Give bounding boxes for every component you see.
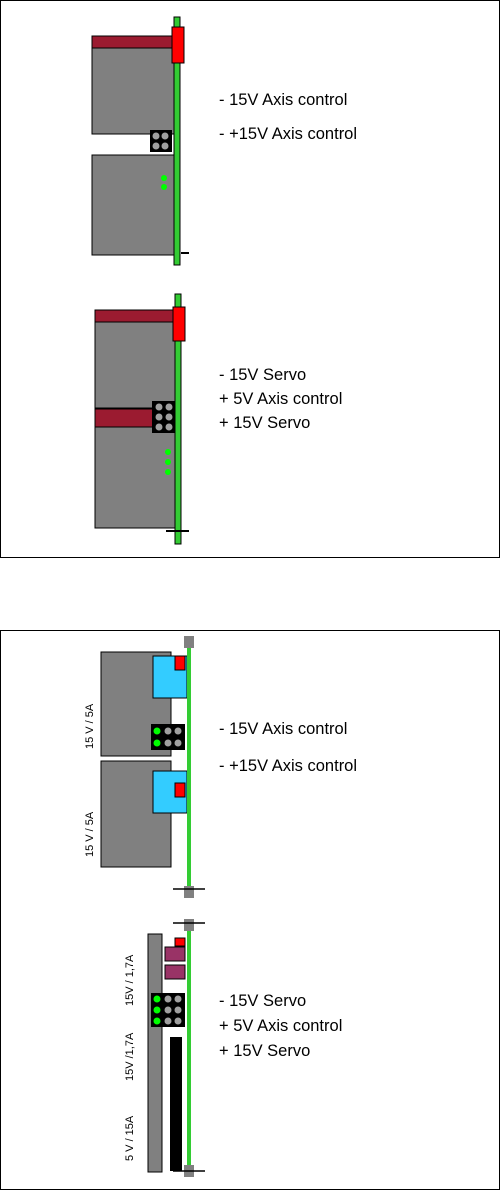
status-led xyxy=(154,996,161,1003)
status-led xyxy=(165,449,171,455)
terminal-block xyxy=(150,130,172,152)
power-module-pair-3 xyxy=(101,636,205,898)
terminal-pin xyxy=(162,143,169,150)
status-led xyxy=(154,728,161,735)
terminal-pin xyxy=(162,133,169,140)
module-rating-label: 15 V / 5A xyxy=(85,812,96,857)
status-led xyxy=(161,175,167,181)
rail-clip xyxy=(184,886,194,898)
module-header-bar xyxy=(92,36,174,48)
power-module-upper xyxy=(92,48,174,134)
terminal-pin xyxy=(165,1007,172,1014)
terminal-pin xyxy=(175,996,182,1003)
terminal-pin xyxy=(156,414,163,421)
module-rating-label: 15V /1,7A xyxy=(125,1033,136,1081)
terminal-pin xyxy=(166,424,173,431)
terminal-pin xyxy=(156,424,163,431)
terminal-pin xyxy=(165,728,172,735)
rail-clip xyxy=(184,919,194,931)
rail-clip xyxy=(184,636,194,648)
terminal-pin xyxy=(153,143,160,150)
voltage-label: + 5V Axis control xyxy=(219,391,342,408)
front-connector xyxy=(172,27,184,63)
power-module-pair-1 xyxy=(92,17,189,265)
terminal-pin xyxy=(175,728,182,735)
power-module-pair-4 xyxy=(148,919,205,1177)
voltage-label: + 5V Axis control xyxy=(219,1018,342,1035)
terminal-pin xyxy=(165,1018,172,1025)
status-led xyxy=(161,184,167,190)
module-header-bar xyxy=(165,947,185,961)
module-header-bar xyxy=(95,409,155,427)
voltage-label: - 15V Axis control xyxy=(219,92,347,109)
status-led xyxy=(165,469,171,475)
voltage-label: - 15V Axis control xyxy=(219,721,347,738)
bottom-diagram xyxy=(1,631,499,1189)
status-led xyxy=(154,1007,161,1014)
voltage-label: - 15V Servo xyxy=(219,367,306,384)
status-led xyxy=(154,1018,161,1025)
module-rating-label: 15 V / 5A xyxy=(85,704,96,749)
front-connector xyxy=(175,656,185,670)
power-module-upper xyxy=(95,322,175,408)
voltage-label: - 15V Servo xyxy=(219,993,306,1010)
terminal-pin xyxy=(165,996,172,1003)
terminal-pin xyxy=(166,414,173,421)
module-header-bar xyxy=(165,965,185,979)
voltage-label: + 15V Servo xyxy=(219,1043,310,1060)
status-led xyxy=(165,459,171,465)
terminal-pin xyxy=(166,404,173,411)
voltage-label: - +15V Axis control xyxy=(219,758,357,775)
power-module-pair-2 xyxy=(95,294,189,544)
module-rating-label: 15V / 1,7A xyxy=(125,955,136,1006)
terminal-pin xyxy=(175,1018,182,1025)
terminal-pin xyxy=(175,740,182,747)
heatsink-bar xyxy=(170,1037,182,1171)
front-connector xyxy=(175,783,185,797)
terminal-pin xyxy=(165,740,172,747)
front-connector xyxy=(173,307,185,341)
module-header-bar xyxy=(95,310,175,322)
power-module-lower xyxy=(95,427,175,528)
status-led xyxy=(154,740,161,747)
terminal-pin xyxy=(156,404,163,411)
module-rating-label: 5 V / 15A xyxy=(125,1116,136,1161)
power-module-lower xyxy=(92,155,174,255)
terminal-pin xyxy=(153,133,160,140)
front-connector xyxy=(175,938,185,946)
voltage-label: - +15V Axis control xyxy=(219,126,357,143)
terminal-pin xyxy=(175,1007,182,1014)
power-module-slim xyxy=(148,934,162,1172)
voltage-label: + 15V Servo xyxy=(219,415,310,432)
top-diagram xyxy=(1,1,499,557)
bottom-panel: 15 V / 5A 15 V / 5A 15V / 1,7A 15V /1,7A… xyxy=(0,630,500,1190)
top-panel: - 15V Axis control - +15V Axis control -… xyxy=(0,0,500,558)
